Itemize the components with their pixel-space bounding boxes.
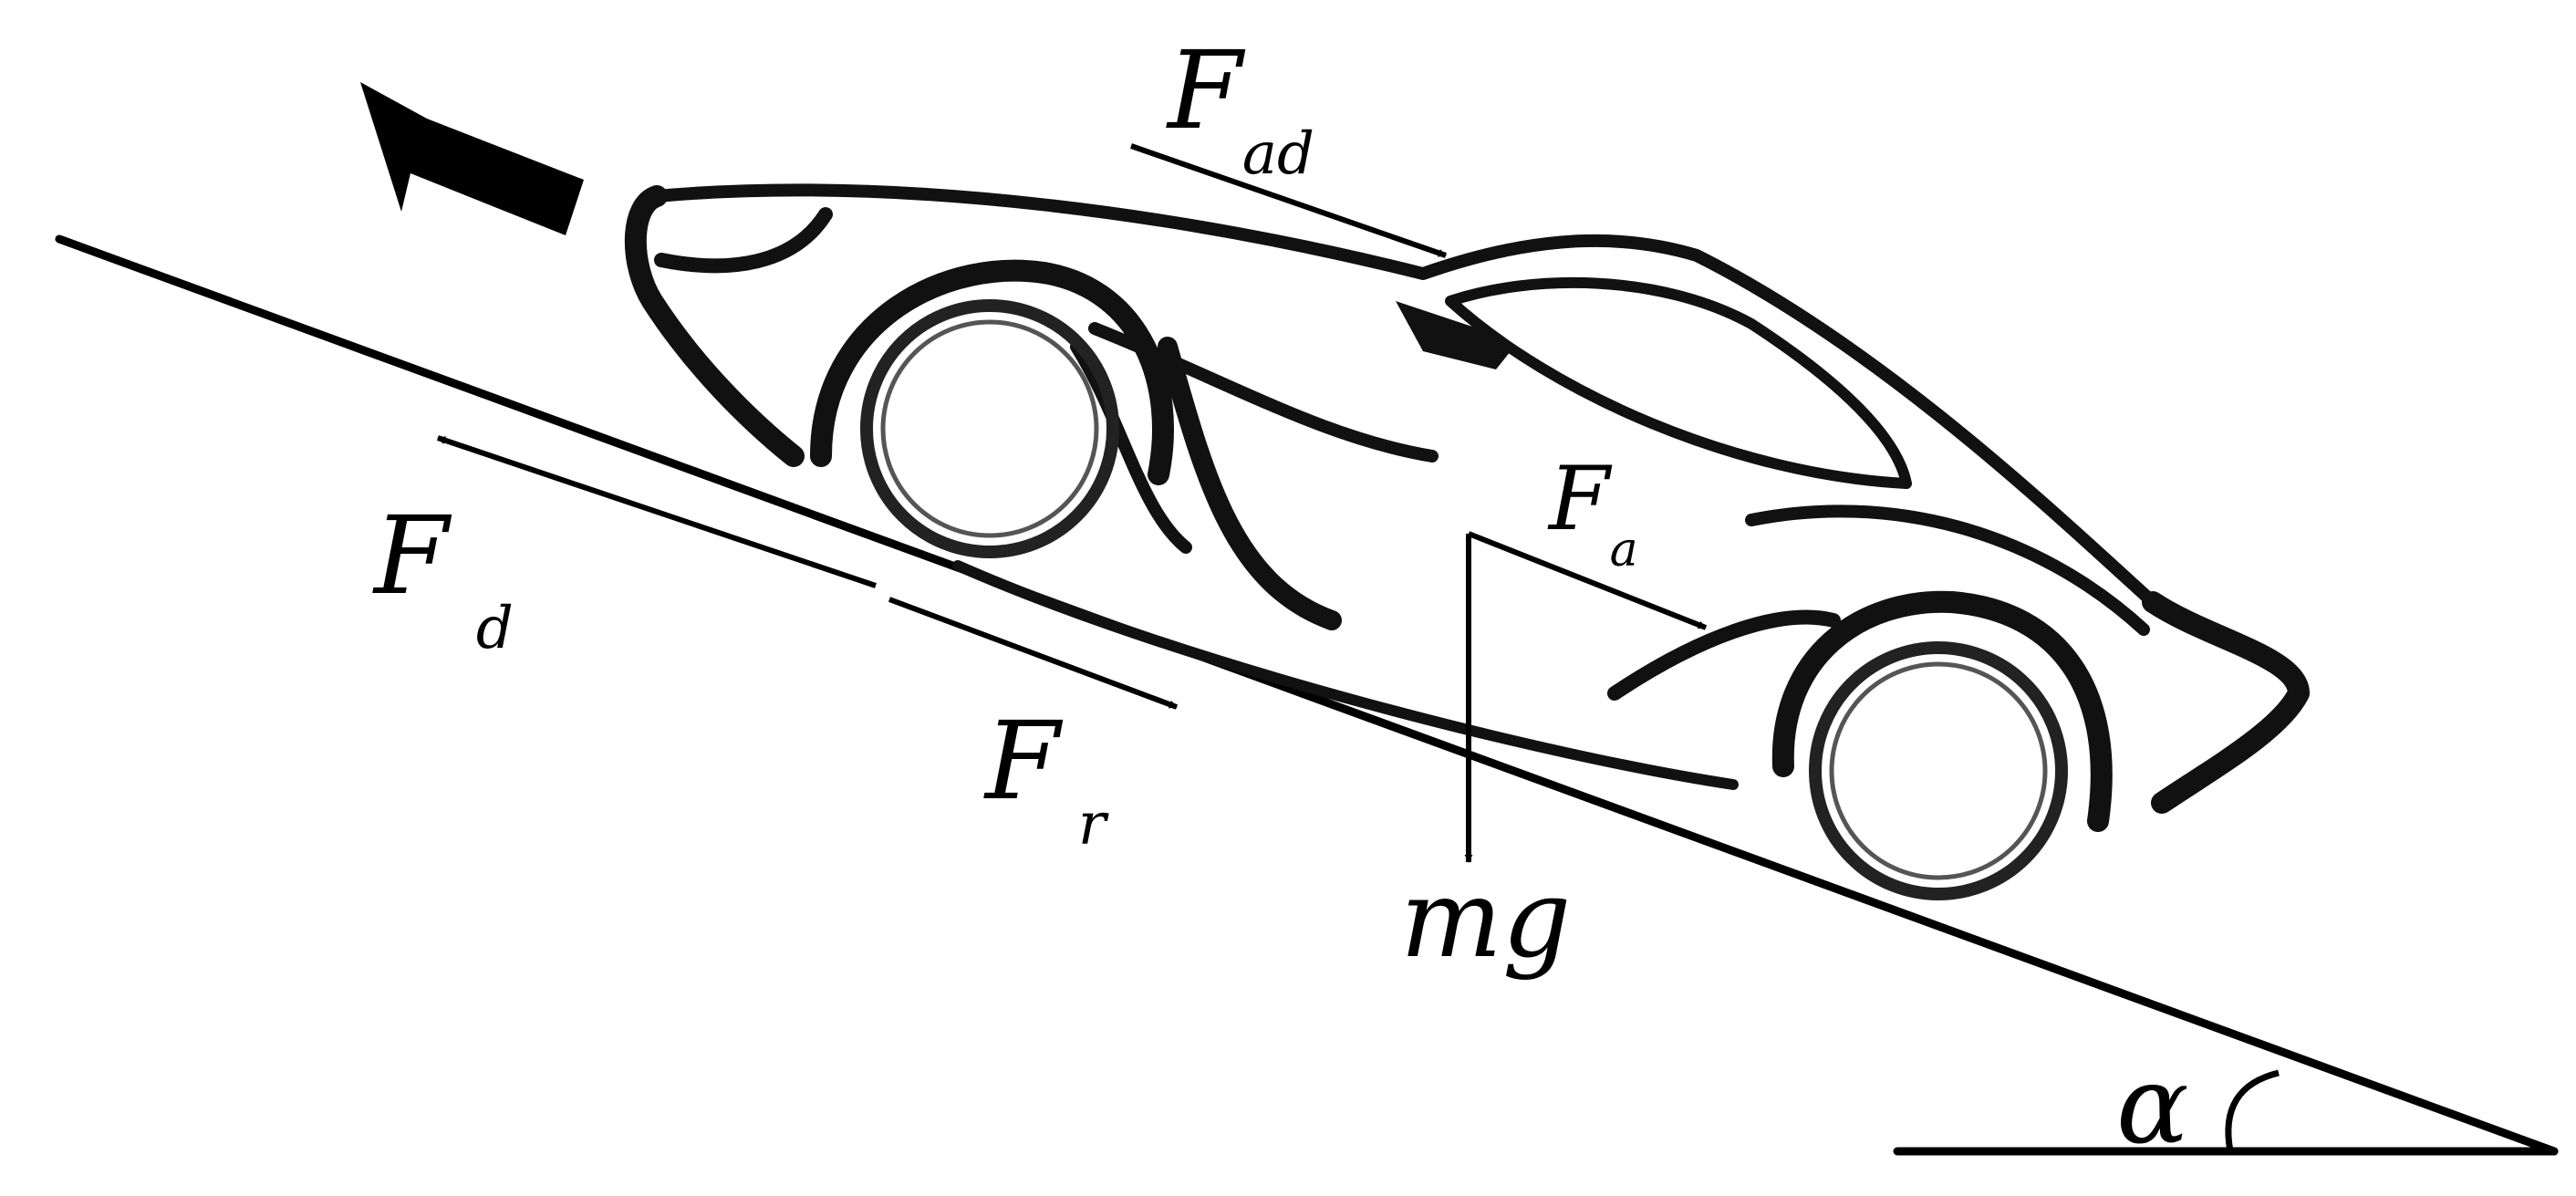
acceleration-force-arrow	[1467, 531, 1708, 630]
angle-arc-icon	[2225, 1069, 2280, 1152]
downhill-force-arrow	[437, 435, 877, 588]
bold-arrow-left-icon	[360, 82, 584, 235]
weight-label: mg	[1400, 856, 1571, 982]
incline-line	[55, 234, 2559, 1156]
acceleration-force-label: Fa	[1547, 448, 1638, 577]
downhill-force-label: Fd	[372, 493, 514, 662]
aerodynamic-force-arrow	[1130, 143, 1447, 258]
angle-label: α	[2116, 1042, 2189, 1168]
rolling-force-label: Fr	[983, 698, 1109, 858]
car-silhouette-icon	[624, 183, 2310, 900]
rolling-force-arrow	[888, 597, 1179, 710]
aerodynamic-force-label: Fad	[1166, 27, 1314, 188]
